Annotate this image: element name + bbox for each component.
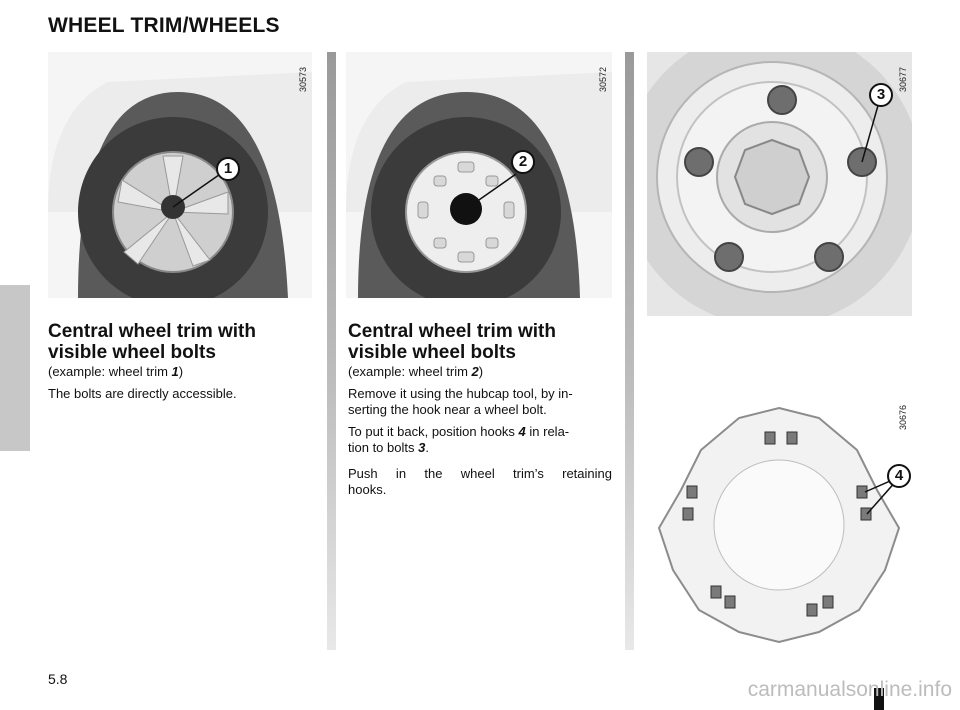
callout-3: 3 — [869, 83, 893, 107]
column-divider-2 — [625, 52, 634, 650]
page-number: 5.8 — [48, 671, 68, 687]
callout-2: 2 — [511, 150, 535, 174]
chapter-tab — [0, 285, 30, 451]
col2-para-remove-line1: Remove it using the hubcap tool, by in- — [348, 386, 573, 401]
col1-heading-line2: visible wheel bolts — [48, 342, 216, 363]
refit-line1-prefix: To put it back, position hooks — [348, 424, 519, 439]
wheel-trim-2-illustration — [346, 52, 612, 298]
image-code-3: 30677 — [898, 66, 908, 92]
footer-mark — [874, 688, 884, 710]
watermark: carmanualsonline.info — [747, 678, 952, 701]
refit-line1-suffix: in rela- — [525, 424, 570, 439]
image-code-1: 30573 — [298, 66, 308, 92]
wheel-trim-hooks-illustration — [647, 400, 912, 650]
col2-example-ref: 2 — [471, 364, 479, 379]
wheel-trim-1-illustration — [48, 52, 312, 298]
wheel-bolts-closeup-illustration — [647, 52, 912, 316]
image-code-4: 30676 — [898, 404, 908, 430]
col2-heading: Central wheel trim with visible wheel bo… — [348, 321, 556, 363]
col1-heading: Central wheel trim with visible wheel bo… — [48, 321, 256, 363]
col1-body: The bolts are directly accessible. — [48, 386, 237, 401]
col2-para-refit: To put it back, position hooks 4 in rela… — [348, 424, 612, 456]
col1-example-ref: 1 — [171, 364, 179, 379]
refit-line2-prefix: tion to bolts — [348, 440, 419, 455]
col2-para-remove: Remove it using the hubcap tool, by in- … — [348, 386, 612, 418]
col2-heading-line2: visible wheel bolts — [348, 342, 516, 363]
col2-para-push-line1: Push in the wheel trim’s retaining — [348, 466, 612, 481]
col2-example-suffix: ) — [478, 364, 484, 379]
col1-example-suffix: ) — [178, 364, 184, 379]
col2-heading-line1: Central wheel trim with — [348, 321, 556, 342]
column-divider-1 — [327, 52, 336, 650]
col2-para-refit-line1: To put it back, position hooks 4 in rela… — [348, 424, 612, 440]
col2-para-remove-line2: serting the hook near a wheel bolt. — [348, 402, 547, 417]
callout-4: 4 — [887, 464, 911, 488]
col2-para-push: Push in the wheel trim’s retaining hooks… — [348, 466, 612, 498]
col1-example: (example: wheel trim 1) — [48, 364, 183, 379]
col1-heading-line1: Central wheel trim with — [48, 321, 256, 342]
refit-hooks-ref: 4 — [518, 424, 526, 439]
page-title: WHEEL TRIM/WHEELS — [48, 14, 280, 37]
col2-para-refit-line2: tion to bolts 3. — [348, 440, 612, 456]
col1-example-prefix: (example: wheel trim — [48, 364, 172, 379]
col2-example: (example: wheel trim 2) — [348, 364, 483, 379]
col2-para-push-line2: hooks. — [348, 482, 387, 497]
refit-bolts-ref: 3 — [418, 440, 426, 455]
image-code-2: 30572 — [598, 66, 608, 92]
refit-line2-suffix: . — [425, 440, 429, 455]
callout-1: 1 — [216, 157, 240, 181]
col2-example-prefix: (example: wheel trim — [348, 364, 472, 379]
